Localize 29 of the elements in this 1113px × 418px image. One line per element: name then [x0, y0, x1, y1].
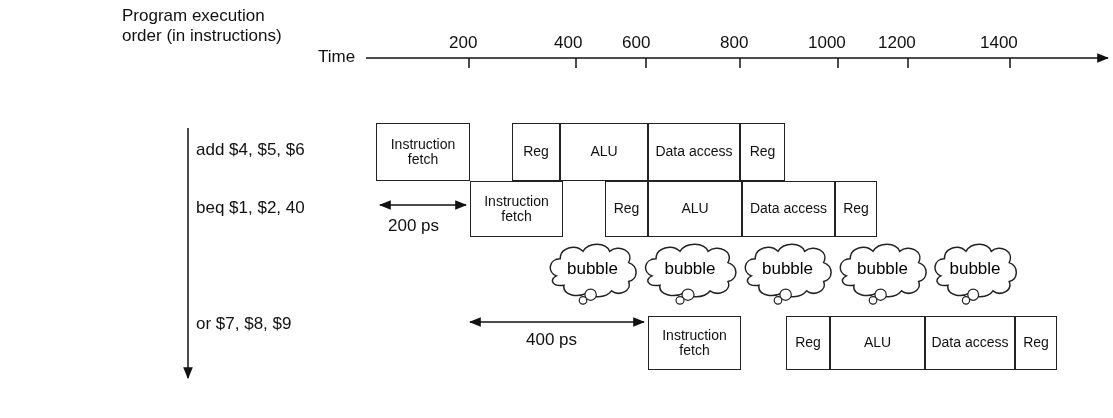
- stage-box: Instruction fetch: [376, 123, 470, 181]
- stage-box: Data access: [925, 316, 1015, 370]
- tick-label: 800: [720, 33, 749, 53]
- stage-box: Reg: [1015, 316, 1057, 370]
- stage-box: Data access: [742, 181, 835, 237]
- stage-box: Reg: [740, 123, 785, 181]
- stage-box: Reg: [512, 123, 560, 181]
- tick-label: 1000: [808, 33, 846, 53]
- instruction-text: add $4, $5, $6: [196, 140, 305, 160]
- stage-box: ALU: [648, 181, 742, 237]
- stage-box: Data access: [648, 123, 740, 181]
- instruction-text: or $7, $8, $9: [196, 314, 292, 334]
- tick-label: 600: [622, 33, 651, 53]
- dimension-text: 200 ps: [388, 216, 440, 236]
- axis-title: Time: [318, 47, 356, 67]
- stage-box: ALU: [830, 316, 925, 370]
- stage-box: Reg: [835, 181, 877, 237]
- axis-title: Program execution order (in instructions): [122, 6, 283, 47]
- stage-box: Reg: [786, 316, 830, 370]
- dimension-text: 400 ps: [526, 330, 578, 350]
- stage-box: Instruction fetch: [470, 181, 563, 237]
- tick-label: 200: [449, 33, 478, 53]
- stage-box: Instruction fetch: [648, 316, 741, 370]
- instruction-text: beq $1, $2, 40: [196, 198, 305, 218]
- stage-box: Reg: [605, 181, 648, 237]
- tick-label: 1400: [980, 33, 1018, 53]
- tick-label: 1200: [878, 33, 916, 53]
- tick-label: 400: [554, 33, 583, 53]
- stage-box: ALU: [560, 123, 648, 181]
